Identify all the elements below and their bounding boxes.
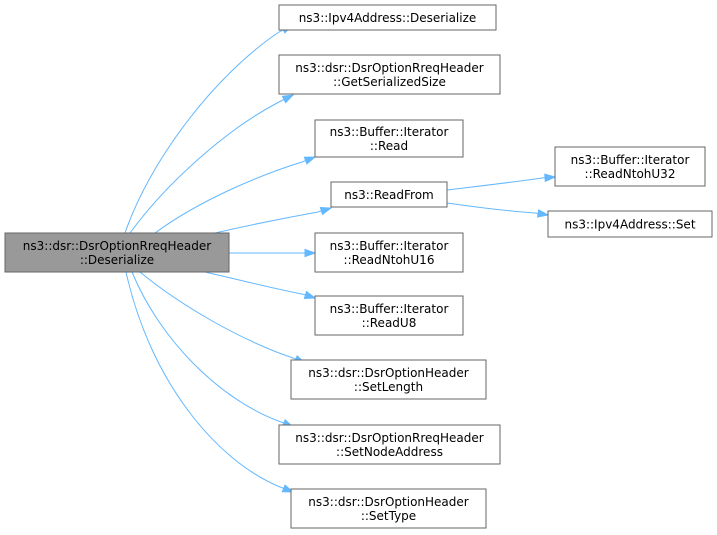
node-label: ::GetSerializedSize xyxy=(333,75,446,89)
edges-layer xyxy=(124,24,557,493)
node-read-ntoh-u32[interactable]: ns3::Buffer::Iterator::ReadNtohU32 xyxy=(554,146,706,187)
edge-root-to-read_u8 xyxy=(204,271,316,299)
node-label: ::ReadU8 xyxy=(362,316,417,330)
nodes-layer: ns3::dsr::DsrOptionRreqHeader::Deseriali… xyxy=(4,4,713,529)
edge-root-to-buffer_read xyxy=(154,156,316,234)
edge-root-to-set_node_address xyxy=(131,271,294,428)
node-label: ns3::Ipv4Address::Set xyxy=(564,218,695,232)
edge-read_from-to-ipv4_set xyxy=(446,202,549,216)
node-box[interactable] xyxy=(290,359,487,400)
node-get-serialized-size[interactable]: ns3::dsr::DsrOptionRreqHeader::GetSerial… xyxy=(278,54,501,95)
node-label: ns3::ReadFrom xyxy=(344,188,433,202)
node-box[interactable] xyxy=(4,232,230,273)
node-set-type[interactable]: ns3::dsr::DsrOptionHeader::SetType xyxy=(290,488,487,529)
node-label: ns3::Ipv4Address::Deserialize xyxy=(299,11,477,25)
node-ipv4-deserialize[interactable]: ns3::Ipv4Address::Deserialize xyxy=(278,4,497,31)
node-box[interactable] xyxy=(554,146,706,187)
node-label: ns3::dsr::DsrOptionHeader xyxy=(308,366,468,380)
node-label: ns3::Buffer::Iterator xyxy=(330,125,449,139)
node-label: ::SetLength xyxy=(354,380,423,394)
node-label: ::Read xyxy=(370,139,408,153)
arrowhead-read_u8 xyxy=(303,290,317,300)
arrowhead-get_serialized_size xyxy=(281,94,295,104)
node-read-u8[interactable]: ns3::Buffer::Iterator::ReadU8 xyxy=(314,295,464,336)
node-label: ns3::dsr::DsrOptionRreqHeader xyxy=(295,431,483,445)
node-label: ns3::dsr::DsrOptionRreqHeader xyxy=(23,239,211,253)
node-box[interactable] xyxy=(278,4,497,31)
edge-root-to-set_type xyxy=(125,271,294,493)
node-label: ::SetType xyxy=(361,509,416,523)
edge-root-to-read_from xyxy=(214,207,332,234)
node-label: ::Deserialize xyxy=(80,253,154,267)
node-read-ntoh-u16[interactable]: ns3::Buffer::Iterator::ReadNtohU16 xyxy=(314,232,464,273)
node-buffer-read[interactable]: ns3::Buffer::Iterator::Read xyxy=(314,119,464,158)
node-box[interactable] xyxy=(547,210,713,238)
node-set-length[interactable]: ns3::dsr::DsrOptionHeader::SetLength xyxy=(290,359,487,400)
node-label: ns3::Buffer::Iterator xyxy=(330,302,449,316)
node-label: ns3::dsr::DsrOptionRreqHeader xyxy=(295,61,483,75)
node-label: ::ReadNtohU32 xyxy=(585,167,676,181)
arrowhead-ipv4_set xyxy=(536,209,550,218)
node-box[interactable] xyxy=(314,119,464,158)
node-box[interactable] xyxy=(314,295,464,336)
node-root[interactable]: ns3::dsr::DsrOptionRreqHeader::Deseriali… xyxy=(4,232,230,273)
edge-root-to-set_length xyxy=(139,271,306,364)
arrowhead-set_type xyxy=(281,484,295,493)
node-set-node-address[interactable]: ns3::dsr::DsrOptionRreqHeader::SetNodeAd… xyxy=(278,424,501,465)
node-label: ns3::dsr::DsrOptionHeader xyxy=(308,495,468,509)
node-box[interactable] xyxy=(290,488,487,529)
edge-root-to-ipv4_deserialize xyxy=(124,24,293,234)
node-read-from[interactable]: ns3::ReadFrom xyxy=(330,181,448,208)
node-box[interactable] xyxy=(278,54,501,95)
node-box[interactable] xyxy=(278,424,501,465)
node-box[interactable] xyxy=(330,181,448,208)
node-label: ::ReadNtohU16 xyxy=(344,253,435,267)
arrowhead-read_ntoh_u16 xyxy=(304,248,317,258)
node-ipv4-set[interactable]: ns3::Ipv4Address::Set xyxy=(547,210,713,238)
arrowhead-read_from xyxy=(319,206,333,216)
node-label: ns3::Buffer::Iterator xyxy=(571,153,690,167)
edge-read_from-to-read_ntoh_u32 xyxy=(446,176,556,191)
node-label: ::SetNodeAddress xyxy=(336,445,443,459)
arrowhead-buffer_read xyxy=(303,156,317,165)
arrowhead-read_ntoh_u32 xyxy=(544,173,557,183)
node-box[interactable] xyxy=(314,232,464,273)
edge-root-to-get_serialized_size xyxy=(129,94,294,234)
node-label: ns3::Buffer::Iterator xyxy=(330,239,449,253)
